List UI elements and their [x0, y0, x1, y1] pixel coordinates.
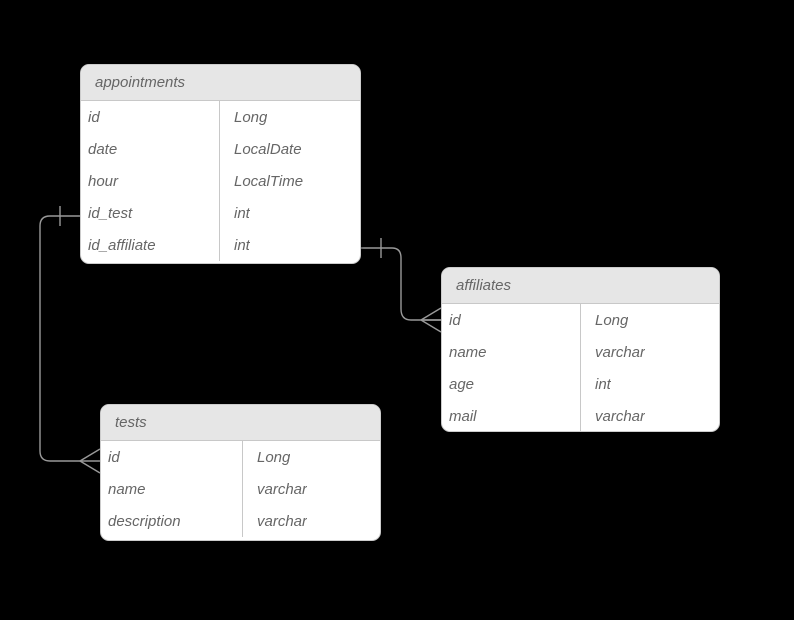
attribute-row[interactable]: id_test int [81, 197, 360, 229]
entity-affiliates[interactable]: affiliates id Long name varchar age int … [441, 267, 720, 432]
entity-title-tests: tests [115, 414, 147, 431]
attribute-row[interactable]: description varchar [101, 505, 380, 537]
entity-title-appointments: appointments [95, 74, 186, 91]
entity-body-affiliates: id Long name varchar age int mail varcha… [442, 304, 719, 431]
entity-body-appointments: id Long date LocalDate hour LocalTime id… [81, 101, 360, 261]
entity-header-affiliates: affiliates [442, 268, 719, 304]
entity-title-affiliates: affiliates [456, 277, 512, 294]
attribute-row[interactable]: id_affiliate int [81, 229, 360, 261]
attribute-row[interactable]: name varchar [101, 473, 380, 505]
entity-body-tests: id Long name varchar description varchar [101, 441, 380, 537]
attribute-type: LocalTime [234, 173, 304, 189]
attribute-row[interactable]: date LocalDate [81, 133, 360, 165]
attribute-type: int [234, 237, 250, 253]
attribute-name: id_affiliate [88, 237, 156, 253]
attribute-type: int [234, 205, 250, 221]
attribute-row[interactable]: age int [442, 368, 719, 400]
attribute-name: description [108, 513, 181, 529]
attribute-name: id [108, 449, 120, 465]
attribute-name: id [88, 109, 100, 125]
entity-tests[interactable]: tests id Long name varchar description v… [100, 404, 381, 541]
entity-header-tests: tests [101, 405, 380, 441]
attribute-row[interactable]: id Long [81, 101, 360, 133]
attribute-type: varchar [595, 408, 646, 424]
attribute-type: Long [595, 312, 629, 328]
entity-header-appointments: appointments [81, 65, 360, 101]
entity-appointments[interactable]: appointments id Long date LocalDate hour… [80, 64, 361, 264]
attribute-type: varchar [257, 513, 308, 529]
relationship-appointments-affiliates [361, 238, 442, 333]
attribute-name: id_test [88, 205, 133, 221]
attribute-type: int [595, 376, 611, 392]
cardinality-many-marker-affiliates [420, 307, 442, 333]
relationship-line-appointments-affiliates [361, 247, 441, 321]
column-divider-affiliates [580, 304, 581, 431]
cardinality-many-marker-tests [79, 448, 101, 474]
attribute-type: LocalDate [234, 141, 302, 157]
attribute-name: date [88, 141, 118, 157]
attribute-type: varchar [595, 344, 646, 360]
attribute-name: name [108, 481, 146, 497]
attribute-row[interactable]: id Long [101, 441, 380, 473]
attribute-row[interactable]: id Long [442, 304, 719, 336]
attribute-row[interactable]: name varchar [442, 336, 719, 368]
attribute-name: hour [88, 173, 119, 189]
attribute-type: Long [257, 449, 291, 465]
attribute-name: id [449, 312, 461, 328]
attribute-type: Long [234, 109, 268, 125]
attribute-name: mail [449, 408, 477, 424]
attribute-type: varchar [257, 481, 308, 497]
column-divider-tests [242, 441, 243, 537]
attribute-name: age [449, 376, 475, 392]
relationship-line-appointments-tests [39, 215, 80, 462]
attribute-row[interactable]: mail varchar [442, 400, 719, 431]
attribute-name: name [449, 344, 487, 360]
column-divider-appointments [219, 101, 220, 261]
attribute-row[interactable]: hour LocalTime [81, 165, 360, 197]
